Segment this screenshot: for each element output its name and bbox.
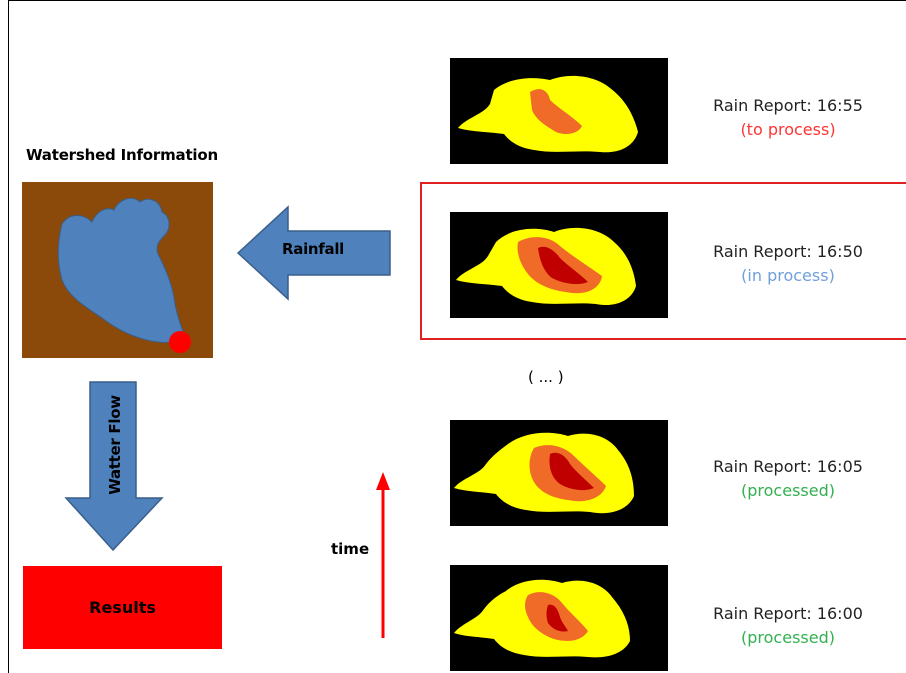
rain-report-1600: Rain Report: 16:00 (processed) (688, 602, 888, 650)
outlet-dot (169, 331, 191, 353)
report-title: Rain Report: 16:55 (713, 96, 863, 115)
rain-report-1655: Rain Report: 16:55 (to process) (688, 94, 888, 142)
time-arrow (375, 472, 391, 645)
rain-report-1605: Rain Report: 16:05 (processed) (688, 455, 888, 503)
in-process-highlight (420, 182, 906, 340)
water-flow-arrow (64, 380, 164, 557)
watershed-map (22, 182, 213, 358)
results-label: Results (89, 598, 156, 617)
time-label: time (331, 540, 370, 558)
watershed-lake (57, 197, 185, 343)
results-box: Results (23, 566, 222, 649)
report-title: Rain Report: 16:00 (713, 604, 863, 623)
rain-radar-image-1600 (450, 565, 668, 671)
rain-radar-image-1650 (450, 212, 668, 318)
report-title: Rain Report: 16:05 (713, 457, 863, 476)
rain-radar-image-1605 (450, 420, 668, 526)
report-status: (in process) (741, 266, 835, 285)
ellipsis-label: ( ... ) (528, 368, 564, 386)
report-status: (processed) (741, 628, 835, 647)
rainfall-label: Rainfall (282, 240, 345, 258)
watershed-title: Watershed Information (26, 146, 218, 164)
frame-top-border (8, 0, 906, 1)
report-title: Rain Report: 16:50 (713, 242, 863, 261)
report-status: (processed) (741, 481, 835, 500)
rain-radar-image-1655 (450, 58, 668, 164)
water-flow-label: Watter Flow (106, 395, 124, 495)
rainfall-arrow (236, 205, 394, 306)
report-status: (to process) (740, 120, 836, 139)
frame-left-border (8, 0, 9, 673)
rain-report-1650: Rain Report: 16:50 (in process) (688, 240, 888, 288)
